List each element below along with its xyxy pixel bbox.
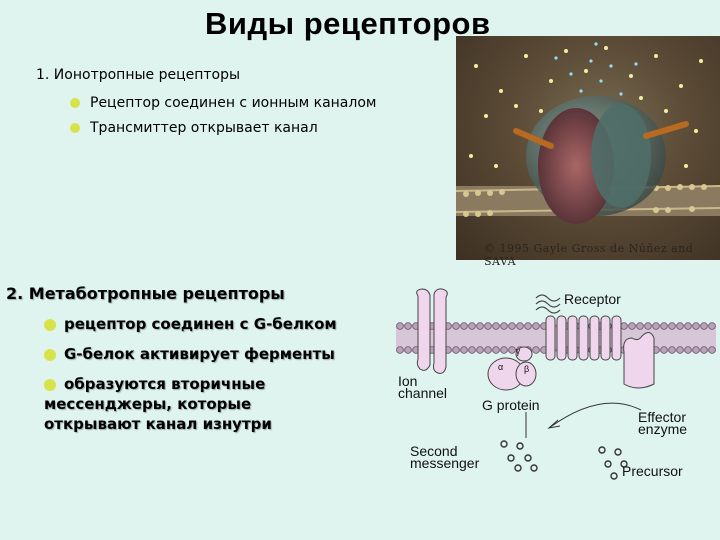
g-protein-shape (487, 346, 537, 391)
membrane-head (460, 346, 468, 354)
metabotropic-diagram: Receptor γ α β Ion channel G protein Eff… (396, 282, 716, 482)
membrane-head (524, 322, 532, 330)
membrane-head (476, 322, 484, 330)
bullet-item: образуются вторичные (44, 375, 265, 393)
label-g-protein: G protein (482, 397, 540, 413)
bullet-dot-icon (44, 319, 56, 331)
membrane-head (668, 346, 676, 354)
membrane-head (492, 322, 500, 330)
membrane-head (636, 322, 644, 330)
membrane-head (676, 322, 684, 330)
membrane-head (700, 346, 708, 354)
membrane-head (468, 346, 476, 354)
membrane-head (660, 322, 668, 330)
membrane-head (460, 322, 468, 330)
membrane-head (708, 322, 716, 330)
membrane-head (532, 322, 540, 330)
membrane-head (692, 346, 700, 354)
receptor-shape (535, 294, 561, 314)
ion-channel-shape (416, 288, 448, 374)
bullet-item: Трансмиттер открывает канал (70, 119, 376, 144)
label-enzyme: enzyme (638, 421, 687, 437)
membrane-head (684, 322, 692, 330)
membrane-head (692, 322, 700, 330)
section1-bullets: Рецептор соединен с ионным каналом Транс… (70, 94, 376, 144)
ion-channel-illustration (456, 42, 720, 224)
membrane-head (508, 346, 516, 354)
bullet-dot-icon (70, 98, 80, 108)
membrane-head (452, 322, 460, 330)
ionotropic-receptor-image (456, 36, 720, 260)
membrane-head (652, 322, 660, 330)
membrane-head (644, 322, 652, 330)
label-ion: Ion (398, 373, 417, 389)
bullet-continuation: мессенджеры, которые (44, 395, 252, 413)
label-gamma: γ (516, 346, 521, 356)
membrane-head (396, 346, 404, 354)
label-messenger: messenger (410, 455, 480, 471)
effector-enzyme-shape (623, 332, 655, 389)
label-beta: β (524, 364, 529, 374)
membrane-head (668, 322, 676, 330)
bullet-text: образуются вторичные (64, 375, 266, 393)
label-receptor: Receptor (564, 291, 621, 307)
bullet-text: G-белок активирует ферменты (64, 345, 335, 363)
label-alpha: α (498, 362, 503, 372)
label-second: Second (410, 443, 457, 459)
membrane-head (484, 346, 492, 354)
membrane-head (660, 346, 668, 354)
bullet-dot-icon (70, 123, 80, 133)
label-effector: Effector (638, 409, 686, 425)
membrane-head (620, 322, 628, 330)
membrane-head (396, 322, 404, 330)
membrane-head (676, 346, 684, 354)
membrane-head (700, 322, 708, 330)
bullet-continuation: открывают канал изнутри (44, 415, 272, 433)
membrane-head (492, 346, 500, 354)
arrows (525, 402, 642, 438)
bullet-item: рецептор соединен с G-белком (44, 315, 337, 333)
membrane-head (404, 346, 412, 354)
membrane-head (468, 322, 476, 330)
membrane-head (628, 322, 636, 330)
membrane-head (404, 322, 412, 330)
membrane-head (708, 346, 716, 354)
photo-copyright: © 1995 Gayle Gross de Núñez and SAVA (484, 242, 694, 268)
second-messenger-dots (500, 440, 538, 472)
metabotropic-svg: Receptor γ α β Ion channel G protein Eff… (396, 288, 716, 480)
membrane-head (484, 322, 492, 330)
membrane-head (500, 322, 508, 330)
bullet-item: G-белок активирует ферменты (44, 345, 335, 363)
label-precursor: Precursor (622, 463, 683, 479)
receptor-helices (545, 315, 622, 361)
bullet-dot-icon (44, 349, 56, 361)
bullet-text: Трансмиттер открывает канал (90, 120, 318, 136)
membrane-head (500, 346, 508, 354)
membrane-head (508, 322, 516, 330)
bullet-text: Рецептор соединен с ионным каналом (90, 95, 377, 111)
membrane-head (684, 346, 692, 354)
label-channel: channel (398, 385, 447, 401)
membrane-head (452, 346, 460, 354)
section1-heading: 1. Ионотропные рецепторы (36, 67, 241, 83)
bullet-text: рецептор соединен с G-белком (64, 315, 337, 333)
membrane-head (532, 346, 540, 354)
page-title: Виды рецепторов (205, 6, 491, 41)
membrane-head (476, 346, 484, 354)
membrane-head (516, 322, 524, 330)
bullet-dot-icon (44, 379, 56, 391)
precursor-dots (598, 446, 628, 480)
section2-heading: 2. Метаботропные рецепторы (6, 284, 285, 303)
bullet-item: Рецептор соединен с ионным каналом (70, 94, 376, 119)
